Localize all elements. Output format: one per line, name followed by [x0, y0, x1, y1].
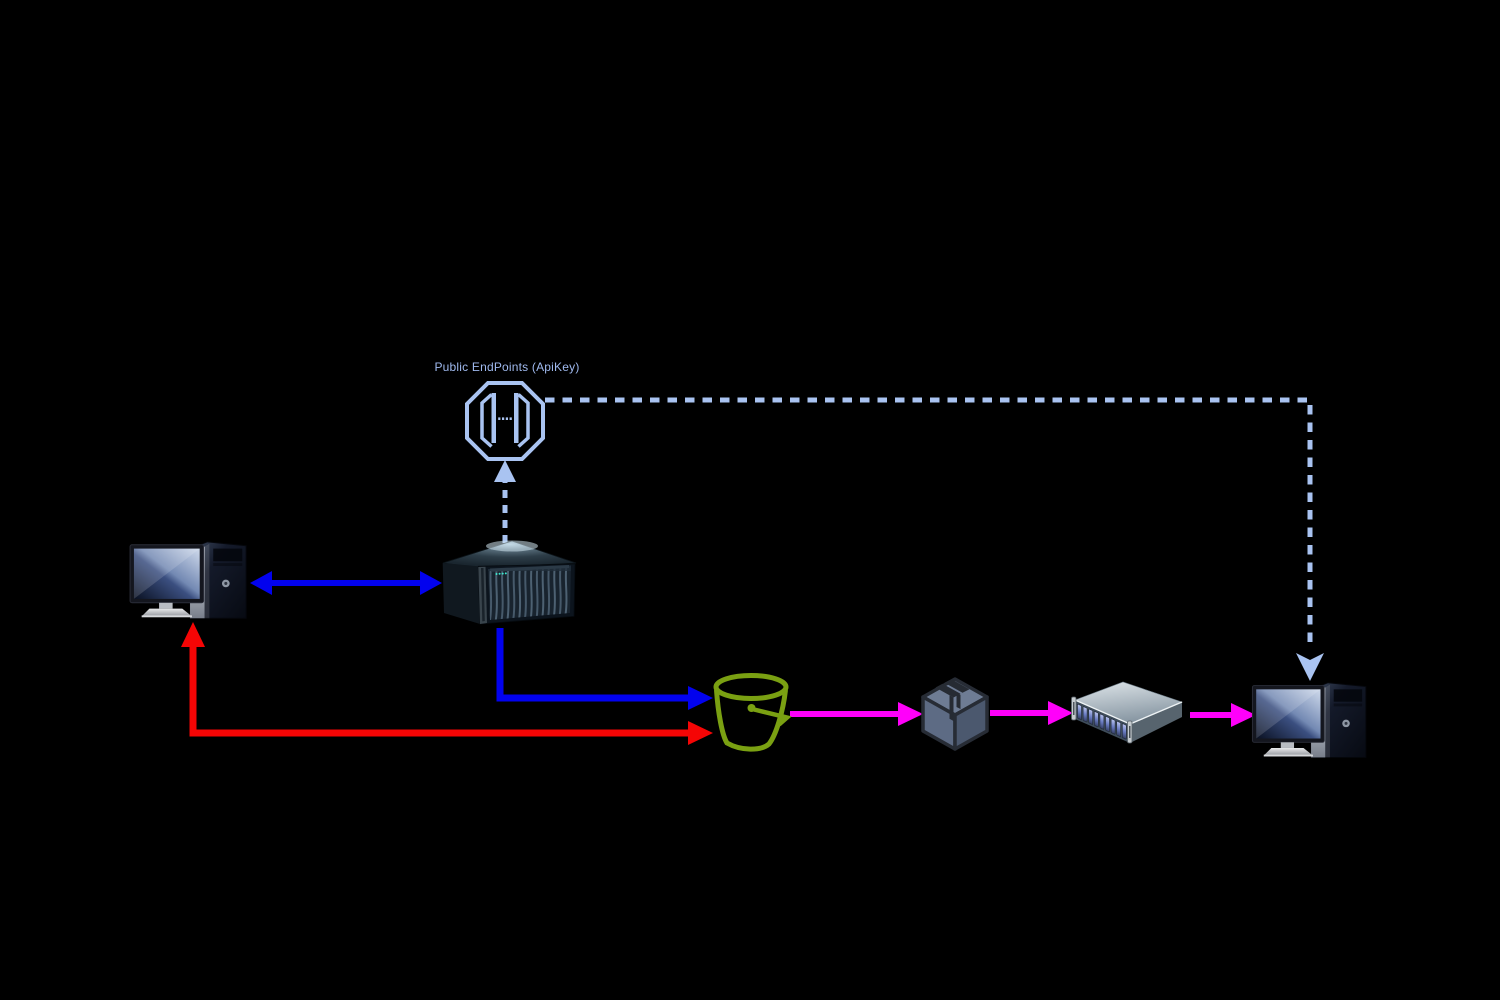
edge-api-gateway-to-consumer [545, 397, 1324, 681]
api-gateway-label: Public EndPoints (ApiKey) [434, 360, 580, 374]
api-endpoint-octagon-icon [465, 381, 545, 461]
desktop-computer-icon [129, 541, 247, 619]
desktop-computer-icon [1251, 682, 1367, 758]
node-storage-bucket [708, 672, 794, 758]
edge-package-to-rack [990, 701, 1073, 725]
edge-server-to-bucket [496, 628, 713, 710]
node-processing-server [1064, 676, 1192, 748]
bucket-icon [713, 673, 792, 752]
node-api-gateway [465, 381, 545, 461]
rack-server-icon [1071, 681, 1183, 744]
node-application-server [440, 538, 580, 632]
edge-bucket-to-package [790, 702, 923, 726]
node-consumer-workstation [1250, 678, 1374, 765]
edge-bucket-to-client [181, 622, 713, 745]
node-artifact-package [918, 676, 992, 752]
edge-client-to-server [250, 571, 442, 595]
node-client-workstation [128, 537, 254, 626]
edge-rack-to-consumer [1190, 703, 1256, 727]
package-box-icon [921, 677, 989, 751]
server-disk-array-icon [442, 540, 577, 625]
edge-server-to-api-gateway [494, 460, 516, 543]
